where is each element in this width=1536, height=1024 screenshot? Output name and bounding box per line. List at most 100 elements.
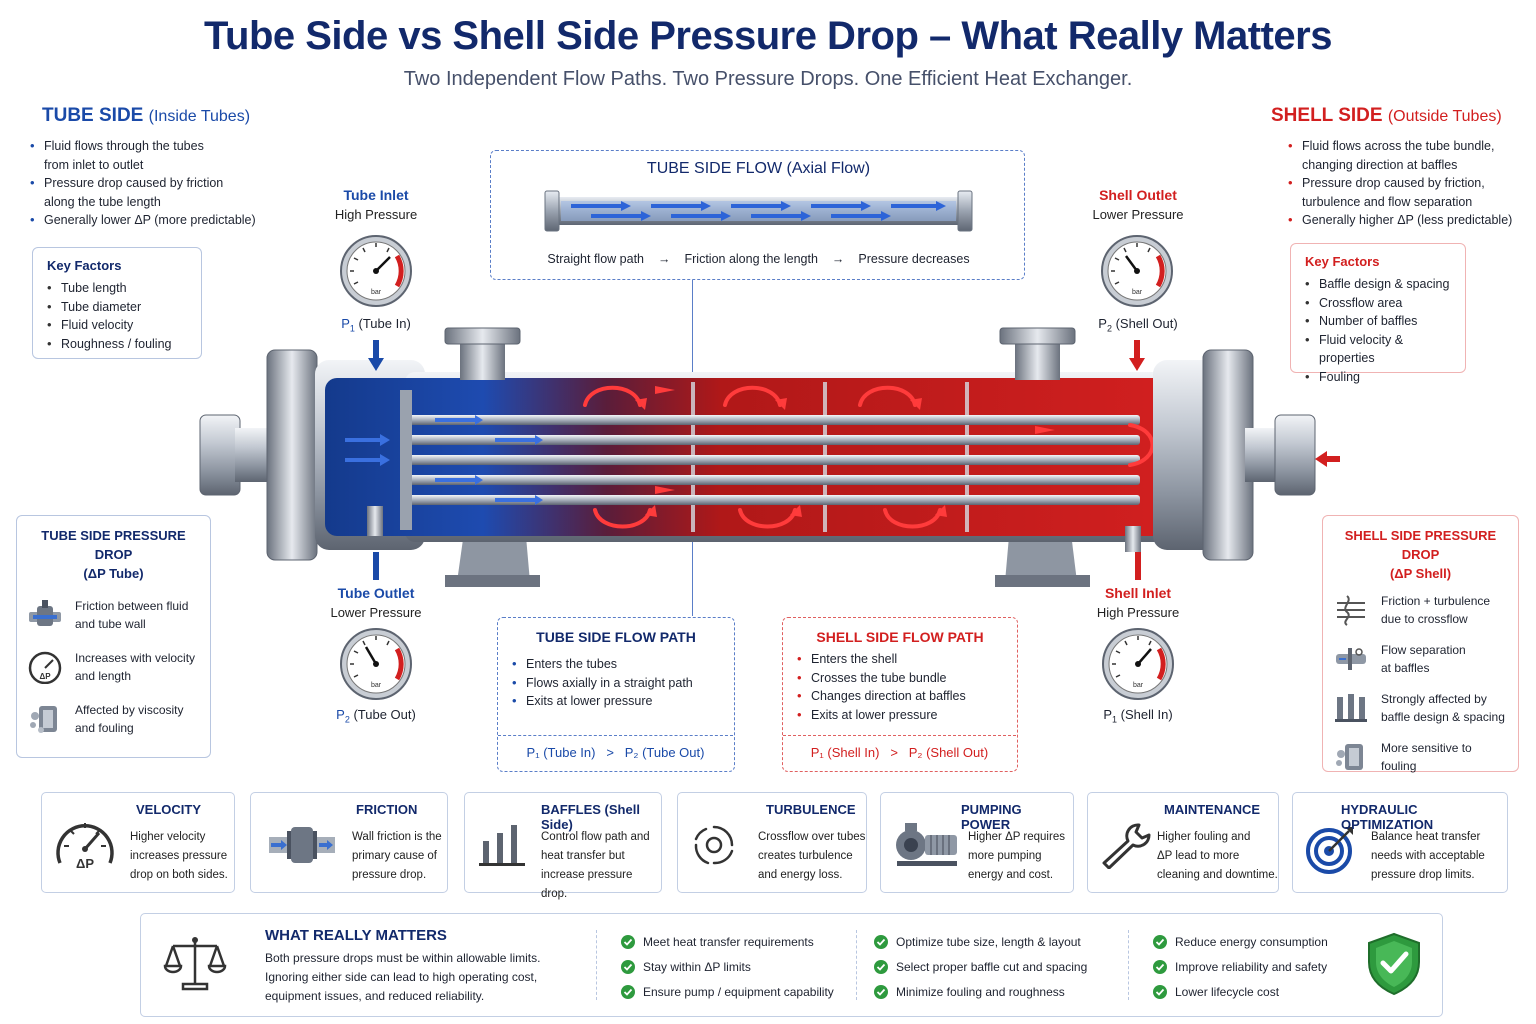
- target-icon: [1306, 827, 1353, 874]
- pressure-gauge-icon: bar: [1100, 234, 1174, 313]
- caption-text: (Shell Out): [1115, 316, 1178, 331]
- tube-flow-path-title: TUBE SIDE FLOW PATH: [536, 629, 696, 645]
- check-item: Minimize fouling and roughness: [896, 984, 1065, 999]
- card-title: BAFFLES (Shell Side): [541, 802, 640, 832]
- shell-side-heading-sub: (Outside Tubes): [1387, 108, 1502, 125]
- shell-pd-subtitle: (ΔP Shell): [1389, 566, 1452, 581]
- pump-icon: [896, 823, 957, 866]
- list-item: Fluid velocity: [47, 316, 187, 335]
- list-item: Enters the tubes: [512, 655, 734, 674]
- list-item: Exits at lower pressure: [797, 706, 1017, 725]
- tube-flow-path-box: TUBE SIDE FLOW PATH Enters the tubes Flo…: [497, 617, 735, 772]
- speedometer-icon: ΔP: [56, 823, 114, 871]
- shell-outlet-sub: Lower Pressure: [1092, 207, 1184, 222]
- list-item: Fouling: [1305, 368, 1451, 387]
- check-item: Ensure pump / equipment capability: [643, 984, 834, 999]
- tube-outlet-bar-icon: [373, 552, 379, 580]
- arrow-right-icon: →: [658, 252, 671, 266]
- list-item: Fluid flows through the tubes: [30, 137, 270, 156]
- card-baffles: BAFFLES (Shell Side) Control flow path a…: [464, 792, 662, 900]
- gauge-unit: bar: [1132, 289, 1143, 296]
- card-line: heat transfer but: [541, 850, 625, 862]
- tube-outlet-sub: Lower Pressure: [330, 605, 422, 620]
- page-title: Tube Side vs Shell Side Pressure Drop – …: [204, 14, 1332, 58]
- turbulence-swirl-icon: [694, 825, 734, 865]
- divider: [856, 930, 857, 1000]
- divider: [596, 930, 597, 1000]
- fouling-icon: [1336, 744, 1363, 770]
- card-title: VELOCITY: [136, 802, 202, 817]
- tube-outlet-label: Tube Outlet: [337, 585, 415, 601]
- dp-glyph: ΔP: [39, 672, 51, 681]
- check-item: Lower lifecycle cost: [1175, 984, 1280, 999]
- check-icon: [1153, 934, 1167, 949]
- p-symbol: P: [336, 707, 345, 722]
- card-line: ΔP lead to more: [1157, 850, 1240, 862]
- shell-pd-item-line: baffle design & spacing: [1381, 710, 1505, 724]
- p-index: 1: [349, 323, 355, 334]
- shell-outlet-label: Shell Outlet: [1099, 187, 1177, 203]
- caption-text: (Tube In): [358, 316, 411, 331]
- page-subtitle: Two Independent Flow Paths. Two Pressure…: [403, 68, 1133, 90]
- separation-icon: [1336, 648, 1366, 670]
- list-item: Roughness / fouling: [47, 335, 187, 354]
- shell-inlet-sub: High Pressure: [1096, 605, 1180, 620]
- shell-side-heading: SHELL SIDE (Outside Tubes): [1271, 105, 1502, 127]
- shell-side-bullets: Fluid flows across the tube bundle, chan…: [1288, 137, 1528, 230]
- list-item: Flows axially in a straight path: [512, 674, 734, 693]
- tube-outlet-gauge-group: Tube Outlet Lower Pressure: [316, 585, 436, 620]
- what-matters-line: Ignoring either side can lead to high op…: [265, 970, 538, 984]
- tube-pressure-drop-box: TUBE SIDE PRESSURE DROP (ΔP Tube) Fricti…: [16, 515, 211, 758]
- card-line: Control flow path and: [541, 831, 650, 843]
- check-item: Optimize tube size, length & layout: [896, 934, 1081, 949]
- p-symbol: P: [1103, 707, 1112, 722]
- tube-inlet-sub: High Pressure: [334, 207, 418, 222]
- check-icon: [1153, 959, 1167, 974]
- card-line: needs with acceptable: [1371, 850, 1485, 862]
- tube-inlet-caption: P1 (Tube In): [316, 316, 436, 334]
- axial-flow-title: TUBE SIDE FLOW (Axial Flow): [646, 160, 871, 177]
- caption-text: (Shell In): [1120, 707, 1173, 722]
- what-matters-col-2: Optimize tube size, length & layout Sele…: [874, 929, 1087, 1004]
- p1-label: P₁ (Tube In): [526, 745, 596, 760]
- shell-pd-item-line: Strongly affected by: [1381, 692, 1487, 706]
- what-matters-col-1: Meet heat transfer requirements Stay wit…: [621, 929, 834, 1004]
- arrow-right-icon: →: [831, 252, 845, 266]
- gt-symbol: >: [606, 745, 614, 760]
- card-line: and energy loss.: [758, 869, 843, 881]
- check-icon: [621, 934, 635, 949]
- shell-inlet-caption: P1 (Shell In): [1078, 707, 1198, 725]
- card-line: drop on both sides.: [130, 869, 228, 881]
- shield-check-icon: [1368, 932, 1420, 996]
- card-line: primary cause of: [352, 850, 438, 862]
- caption-text: (Tube Out): [353, 707, 416, 722]
- pressure-gauge-icon: bar: [1101, 627, 1175, 706]
- card-line: Wall friction is the: [352, 831, 442, 843]
- pressure-gauge-icon: bar: [339, 234, 413, 313]
- tube-outlet-caption: P2 (Tube Out): [316, 707, 436, 725]
- list-item: along the tube length: [44, 194, 161, 209]
- tube-pd-title: TUBE SIDE PRESSURE DROP: [41, 528, 186, 562]
- scale-balance-icon: [163, 937, 227, 991]
- shell-side-heading-text: SHELL SIDE: [1271, 105, 1383, 126]
- tube-pd-item-line: and tube wall: [75, 617, 146, 631]
- card-line: Higher fouling and: [1157, 831, 1251, 843]
- check-icon: [621, 984, 635, 999]
- shell-inlet-bar-icon: [1135, 552, 1141, 580]
- p-symbol: P: [341, 316, 350, 331]
- list-item: from inlet to outlet: [44, 157, 144, 172]
- gauge-unit: bar: [371, 289, 382, 296]
- gauge-unit: bar: [371, 682, 382, 689]
- shell-pd-item-line: due to crossflow: [1381, 612, 1468, 626]
- tube-flow-path-foot: P₁ (Tube In) > P₂ (Tube Out): [498, 735, 733, 760]
- shell-outlet-caption: P2 (Shell Out): [1078, 316, 1198, 334]
- tube-pd-item-line: Increases with velocity: [75, 651, 196, 665]
- card-title: HYDRAULIC OPTIMIZATION: [1341, 802, 1434, 832]
